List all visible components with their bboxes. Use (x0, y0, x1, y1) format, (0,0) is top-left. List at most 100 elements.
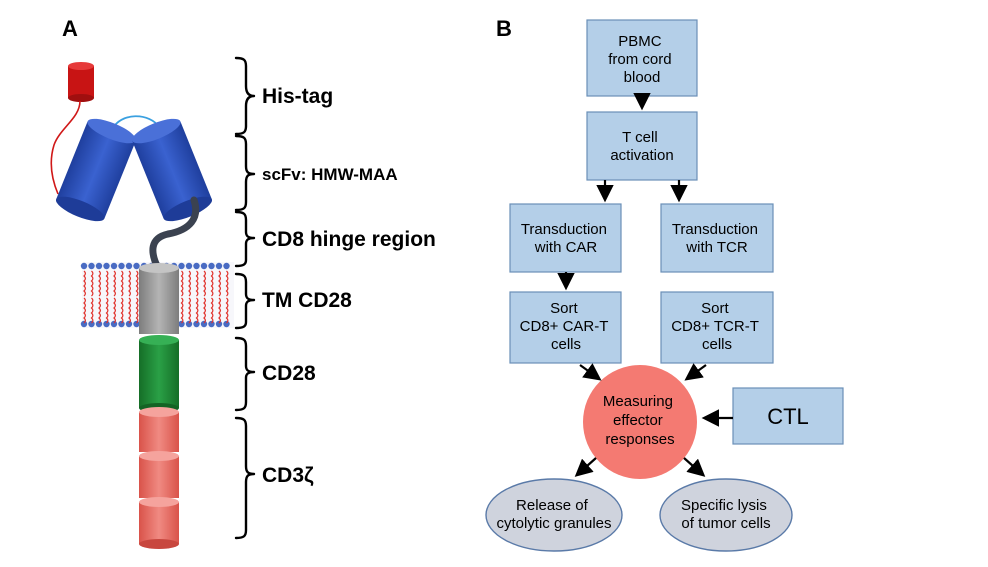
oval-release (485, 478, 623, 552)
lipid-tail (120, 270, 124, 297)
box-transduction-car (509, 203, 622, 273)
lipid-tail (210, 270, 214, 297)
scfv-right-domain (131, 118, 213, 222)
tm-cd28-shape (139, 263, 179, 334)
lipid-head (185, 262, 193, 270)
box-sort-tcr (660, 291, 774, 364)
lipid-tail (135, 270, 139, 297)
cd8-hinge (149, 196, 200, 272)
label-his-tag: His-tag (262, 85, 333, 108)
lipid-tail (135, 297, 139, 324)
lipid-head (80, 262, 88, 270)
lipid-tail (225, 270, 229, 297)
center-circle (583, 365, 697, 479)
lipid-head (118, 320, 125, 328)
panel-b-letter: B (496, 16, 512, 41)
arrow-sort-tcr-center (684, 363, 707, 381)
text-center: Measuring effector responses (603, 393, 677, 448)
lipid-tail (128, 270, 131, 297)
lipid-head (185, 320, 193, 328)
text-ctl: CTL (767, 404, 809, 429)
bracket-hinge (234, 210, 256, 268)
lipid-head (223, 320, 230, 328)
lipid-head (215, 320, 223, 328)
arrows (557, 92, 733, 477)
lipid-head (103, 320, 110, 328)
lipid-head (80, 320, 88, 328)
lipid-head (178, 262, 185, 270)
lipid-tail (113, 297, 116, 324)
lipid-tail (195, 270, 199, 297)
lipid-head (95, 262, 103, 270)
lipid-tail (218, 297, 221, 324)
lipid-head (110, 320, 118, 328)
lipid-tail (203, 297, 206, 324)
lipid-tail (98, 270, 101, 297)
lipid-head (215, 262, 223, 270)
lipid-head (133, 262, 140, 270)
lipid-head (178, 320, 185, 328)
lipid-head (193, 320, 200, 328)
lipid-tail (90, 297, 94, 324)
box-transduction-tcr (660, 203, 774, 273)
lipid-head (118, 262, 125, 270)
lipid-tail (90, 270, 94, 297)
label-cd3z: CD3ζ (262, 464, 314, 487)
box-ctl (732, 387, 844, 445)
box-sort-car (509, 291, 622, 364)
lipid-head (200, 262, 208, 270)
text-transduction-tcr: Transduction with TCR (672, 221, 762, 256)
lipid-tail (105, 297, 109, 324)
bracket-cd28 (234, 336, 256, 412)
panel-a-letter: A (62, 16, 78, 41)
label-cd8-hinge: CD8 hinge region (262, 228, 436, 251)
lipid-tail (225, 297, 229, 324)
lipid-tail (218, 270, 221, 297)
text-activation: T cell activation (610, 129, 673, 164)
lipid-head (125, 320, 133, 328)
bracket-tm (234, 272, 256, 330)
lipid-head (103, 262, 110, 270)
arrow-center-release (574, 457, 597, 477)
cd3z-shape (139, 407, 179, 549)
cd28-shape (139, 335, 179, 413)
lipid-head (223, 262, 230, 270)
lipid-head (193, 262, 200, 270)
lipid-head (110, 262, 118, 270)
lipid-tail (180, 270, 184, 297)
lipid-tail (195, 297, 199, 324)
text-transduction-car: Transduction with CAR (521, 221, 611, 256)
text-sort-tcr: Sort CD8+ TCR-T cells (671, 300, 763, 353)
label-tm-cd28: TM CD28 (262, 289, 352, 312)
lipid-tail (83, 270, 86, 297)
text-lysis: Specific lysis of tumor cells (681, 497, 771, 532)
lipid-head (208, 262, 215, 270)
arrow-center-lysis (683, 457, 706, 477)
lipid-tail (210, 297, 214, 324)
lipid-tail (128, 297, 131, 324)
lipid-head (88, 320, 95, 328)
bracket-his-tag (234, 56, 256, 136)
lipid-head (95, 320, 103, 328)
lipid-tail (203, 270, 206, 297)
box-pbmc (586, 19, 698, 97)
lipid-head (208, 320, 215, 328)
text-pbmc: PBMC from cord blood (608, 33, 676, 86)
bracket-scfv (234, 134, 256, 212)
lipid-tail (188, 297, 191, 324)
brackets (234, 56, 256, 540)
lipid-head (88, 262, 95, 270)
label-scfv: scFv: HMW-MAA (262, 165, 398, 184)
lipid-head (200, 320, 208, 328)
arrow-sort-car-center (579, 363, 602, 381)
bracket-cd3z (234, 416, 256, 540)
lipid-tail (98, 297, 101, 324)
box-activation (586, 111, 698, 181)
text-sort-car: Sort CD8+ CAR-T cells (520, 300, 613, 353)
scfv-left-domain (55, 118, 137, 222)
lipid-tail (83, 297, 86, 324)
lipid-tail (188, 270, 191, 297)
lipid-head (133, 320, 140, 328)
lipid-tail (180, 297, 184, 324)
